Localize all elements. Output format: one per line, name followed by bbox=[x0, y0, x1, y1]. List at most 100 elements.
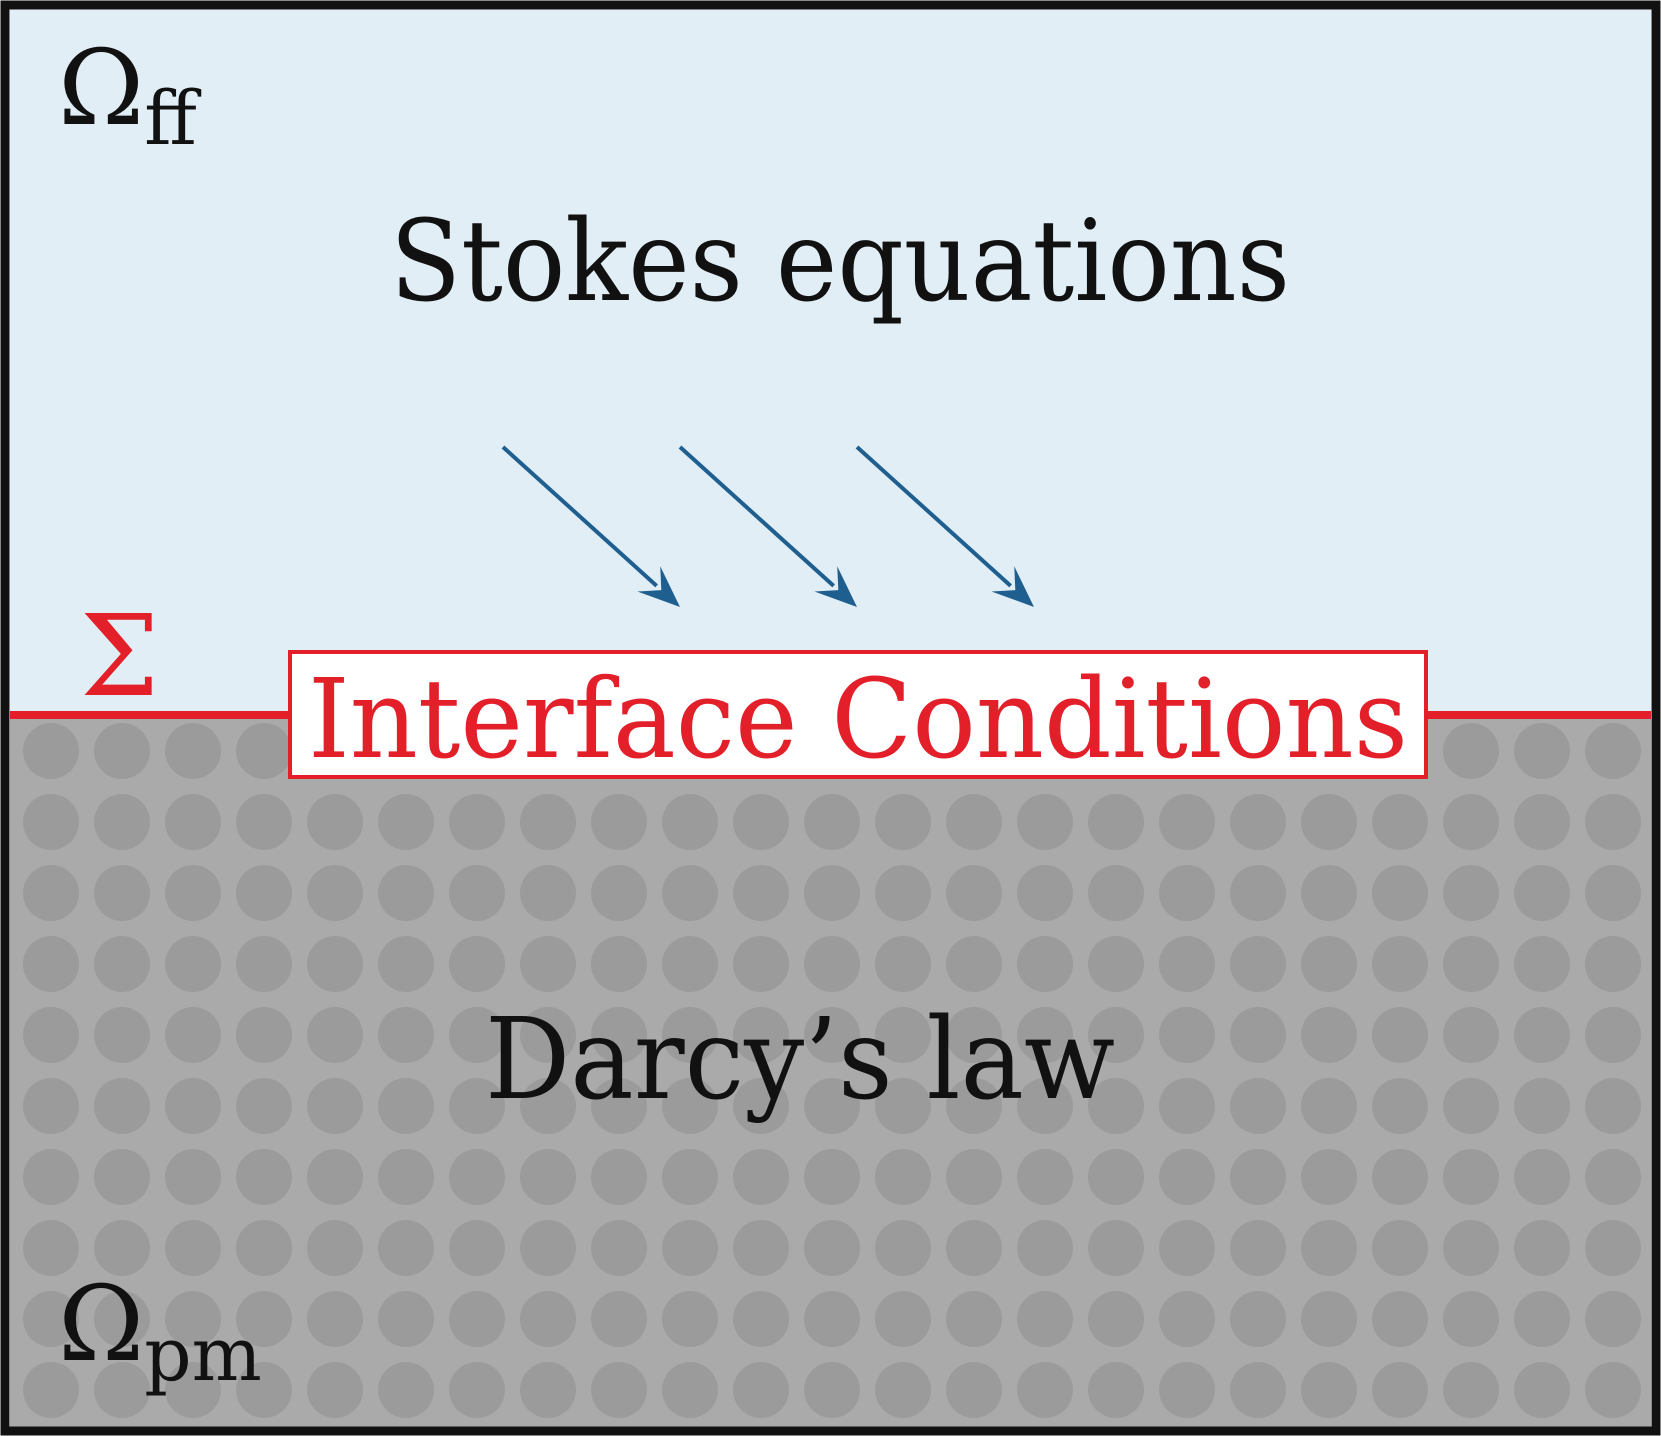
grain bbox=[591, 1149, 647, 1205]
grain bbox=[236, 1220, 292, 1276]
grain bbox=[1230, 1078, 1286, 1134]
grain bbox=[1585, 865, 1641, 921]
grain bbox=[946, 865, 1002, 921]
grain bbox=[733, 865, 789, 921]
grain bbox=[1017, 865, 1073, 921]
grain bbox=[1017, 1078, 1073, 1134]
grain bbox=[875, 1362, 931, 1418]
grain bbox=[520, 1007, 576, 1063]
grain bbox=[1230, 1220, 1286, 1276]
grain bbox=[449, 1007, 505, 1063]
grain bbox=[1230, 865, 1286, 921]
grain bbox=[1017, 794, 1073, 850]
grain bbox=[591, 1078, 647, 1134]
grain bbox=[1159, 936, 1215, 992]
porous-medium-subscript: pm bbox=[144, 1312, 262, 1398]
grain bbox=[1088, 936, 1144, 992]
flow-arrow bbox=[855, 445, 1034, 607]
grain bbox=[733, 794, 789, 850]
grain bbox=[378, 865, 434, 921]
grain bbox=[733, 1220, 789, 1276]
grain bbox=[662, 794, 718, 850]
grain bbox=[733, 1291, 789, 1347]
grain bbox=[449, 1220, 505, 1276]
grain bbox=[1372, 1220, 1428, 1276]
free-flow-subscript: ff bbox=[144, 76, 202, 162]
grain bbox=[236, 865, 292, 921]
grain bbox=[1372, 1078, 1428, 1134]
grain bbox=[662, 1220, 718, 1276]
grain bbox=[1514, 865, 1570, 921]
grain bbox=[1230, 1362, 1286, 1418]
grain bbox=[1372, 1362, 1428, 1418]
grain bbox=[23, 1362, 79, 1418]
grain bbox=[1159, 865, 1215, 921]
grain bbox=[520, 865, 576, 921]
grain bbox=[1159, 1291, 1215, 1347]
grain bbox=[165, 1007, 221, 1063]
grain bbox=[307, 936, 363, 992]
grain bbox=[94, 1078, 150, 1134]
grain bbox=[520, 936, 576, 992]
grain bbox=[1443, 794, 1499, 850]
grain bbox=[1159, 1078, 1215, 1134]
grain bbox=[236, 723, 292, 779]
grain bbox=[946, 936, 1002, 992]
grain bbox=[1443, 1078, 1499, 1134]
grain bbox=[1514, 1362, 1570, 1418]
grain bbox=[733, 936, 789, 992]
grain bbox=[1443, 1149, 1499, 1205]
grain bbox=[23, 1220, 79, 1276]
grain bbox=[1301, 1078, 1357, 1134]
grain bbox=[875, 936, 931, 992]
porous-medium-omega: Ω bbox=[58, 1263, 144, 1385]
grain bbox=[1514, 1291, 1570, 1347]
grain bbox=[1443, 936, 1499, 992]
grain bbox=[875, 1078, 931, 1134]
grain bbox=[1514, 723, 1570, 779]
grain bbox=[804, 1291, 860, 1347]
porous-medium-domain-symbol: Ωpm bbox=[58, 1263, 262, 1398]
grain bbox=[94, 865, 150, 921]
grain bbox=[1372, 794, 1428, 850]
arrow-shaft bbox=[678, 445, 835, 588]
grain bbox=[23, 1078, 79, 1134]
grain bbox=[165, 1078, 221, 1134]
grain bbox=[1585, 723, 1641, 779]
grain bbox=[1372, 865, 1428, 921]
grain bbox=[591, 1362, 647, 1418]
grain bbox=[1585, 1149, 1641, 1205]
grain bbox=[1443, 723, 1499, 779]
grain bbox=[236, 1291, 292, 1347]
grain bbox=[1088, 1291, 1144, 1347]
grain bbox=[165, 865, 221, 921]
grain bbox=[1088, 1362, 1144, 1418]
grain bbox=[307, 1291, 363, 1347]
grain bbox=[804, 1149, 860, 1205]
grain bbox=[591, 1291, 647, 1347]
grain bbox=[1585, 936, 1641, 992]
grain bbox=[875, 1149, 931, 1205]
grain bbox=[1301, 794, 1357, 850]
grain bbox=[1585, 1220, 1641, 1276]
grain bbox=[1301, 1149, 1357, 1205]
grain bbox=[23, 1007, 79, 1063]
grain bbox=[733, 1007, 789, 1063]
grain bbox=[94, 1362, 150, 1418]
grain bbox=[1088, 1149, 1144, 1205]
grain bbox=[1443, 865, 1499, 921]
grain bbox=[23, 936, 79, 992]
grain bbox=[804, 1362, 860, 1418]
grain bbox=[307, 865, 363, 921]
grain bbox=[946, 1007, 1002, 1063]
grain bbox=[449, 1362, 505, 1418]
grain bbox=[1443, 1007, 1499, 1063]
grain bbox=[1372, 1291, 1428, 1347]
grain bbox=[804, 936, 860, 992]
flow-arrow bbox=[501, 445, 680, 607]
arrow-shaft bbox=[501, 445, 658, 588]
grain bbox=[94, 1007, 150, 1063]
grain bbox=[23, 865, 79, 921]
